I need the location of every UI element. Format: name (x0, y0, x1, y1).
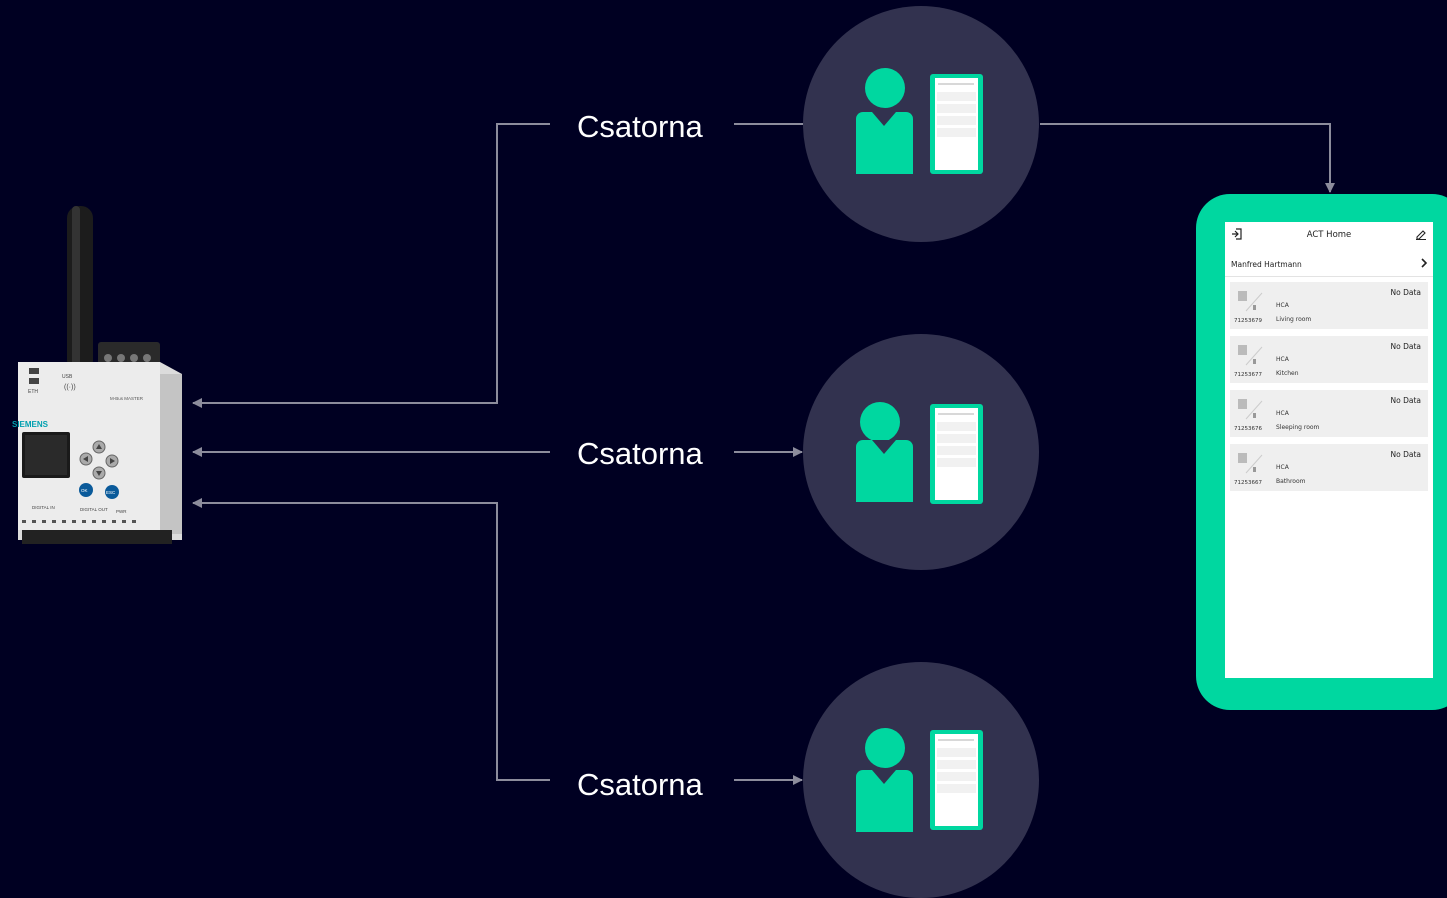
heat-cost-allocator-icon (1238, 453, 1263, 474)
device-type: HCA (1276, 410, 1289, 417)
mobile-app-icon (930, 404, 983, 504)
ok-button-label: OK (81, 488, 88, 493)
gateway-port-usb: USB (62, 374, 73, 380)
device-type: HCA (1276, 464, 1289, 471)
device-id: 71253667 (1234, 480, 1262, 486)
user-node-1 (803, 6, 1039, 242)
gateway-digital-in-label: DIGITAL IN (32, 505, 55, 510)
user-icon (865, 68, 905, 108)
heat-cost-allocator-icon (1238, 399, 1263, 420)
user-icon (860, 402, 900, 442)
heat-cost-allocator-icon (1238, 291, 1263, 312)
device-status: No Data (1390, 288, 1422, 297)
gateway-pwr-label: PWR (116, 509, 127, 514)
user-node-3 (803, 662, 1039, 898)
chevron-right-icon (1421, 258, 1428, 268)
connector-to-phone (1040, 123, 1335, 193)
device-card[interactable]: No Data HCA 71253677 Kitchen (1230, 336, 1428, 383)
esc-button-label: ESC (106, 490, 116, 495)
device-type: HCA (1276, 356, 1289, 363)
user-node-2 (803, 334, 1039, 570)
device-status: No Data (1390, 342, 1422, 351)
phone-mockup: ACT Home Manfred Hartmann No Data (1196, 194, 1447, 710)
user-row[interactable]: Manfred Hartmann (1225, 252, 1433, 277)
device-type: HCA (1276, 302, 1289, 309)
device-room: Living room (1276, 316, 1312, 323)
device-status: No Data (1390, 396, 1422, 405)
connector-channel-3 (192, 498, 550, 781)
device-room: Sleeping room (1276, 424, 1320, 431)
wireless-icon: ((·)) (64, 384, 76, 391)
mobile-app-icon (930, 730, 983, 830)
device-id: 71253679 (1234, 318, 1262, 324)
device-id: 71253676 (1234, 426, 1262, 432)
edit-icon[interactable] (1415, 228, 1427, 240)
device-card[interactable]: No Data HCA 71253676 Sleeping room (1230, 390, 1428, 437)
gateway-device: ETH USB ((·)) M-Bus MASTER SIEMENS OK ES… (12, 206, 182, 544)
device-card[interactable]: No Data HCA 71253667 Bathroom (1230, 444, 1428, 491)
device-card[interactable]: No Data HCA 71253679 Living room (1230, 282, 1428, 329)
gateway-port-eth: ETH (28, 389, 38, 395)
device-id: 71253677 (1234, 372, 1262, 378)
gateway-bus-label: M-Bus MASTER (110, 396, 144, 401)
device-room: Kitchen (1276, 370, 1299, 377)
heat-cost-allocator-icon (1238, 345, 1263, 366)
phone-screen: ACT Home Manfred Hartmann No Data (1225, 222, 1433, 678)
user-name: Manfred Hartmann (1231, 260, 1302, 269)
logout-icon[interactable] (1231, 228, 1243, 240)
channel-label-1: Csatorna (577, 109, 703, 144)
app-header: ACT Home (1225, 222, 1433, 250)
gateway-digital-out-label: DIGITAL OUT (80, 507, 108, 512)
user-icon (865, 728, 905, 768)
gateway-brand: SIEMENS (12, 420, 49, 429)
connector-channel-1 (192, 123, 550, 408)
device-room: Bathroom (1276, 478, 1306, 485)
app-title: ACT Home (1306, 230, 1352, 240)
channel-label-3: Csatorna (577, 767, 703, 802)
device-status: No Data (1390, 450, 1422, 459)
channel-label-2: Csatorna (577, 436, 703, 471)
mobile-app-icon (930, 74, 983, 174)
